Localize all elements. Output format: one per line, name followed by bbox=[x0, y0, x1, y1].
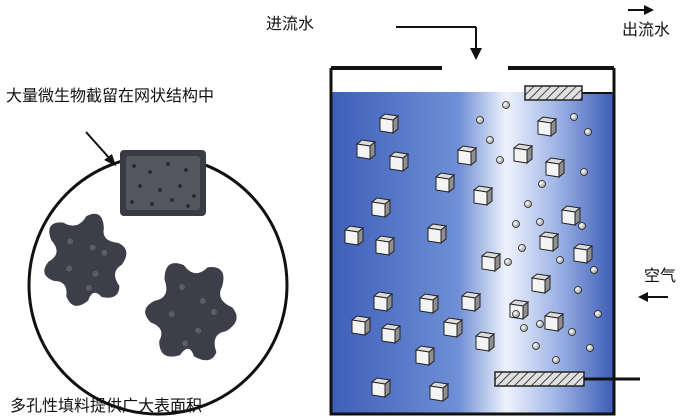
tank bbox=[329, 5, 668, 416]
inflow-label: 进流水 bbox=[266, 14, 315, 33]
micro-arrow bbox=[85, 131, 116, 166]
sponge-block bbox=[120, 150, 206, 216]
air-bubbles bbox=[476, 101, 602, 364]
tank-water bbox=[332, 92, 613, 414]
outflow-label: 出流水 bbox=[622, 20, 671, 39]
porous-media-label: 多孔性填料提供广大表面积 bbox=[10, 396, 203, 415]
tank-walls bbox=[329, 68, 616, 416]
microorganism-label: 大量微生物截留在网状结构中 bbox=[6, 86, 215, 105]
porous-media-2 bbox=[145, 263, 237, 361]
inflow-arrow bbox=[396, 26, 482, 60]
porous-media-1 bbox=[44, 213, 127, 306]
air-arrow bbox=[638, 292, 668, 302]
air-label: 空气 bbox=[644, 266, 677, 285]
outlet-weir bbox=[524, 85, 583, 101]
magnified-view bbox=[27, 131, 289, 416]
outflow-arrow bbox=[628, 5, 654, 15]
air-diffuser bbox=[494, 371, 585, 387]
